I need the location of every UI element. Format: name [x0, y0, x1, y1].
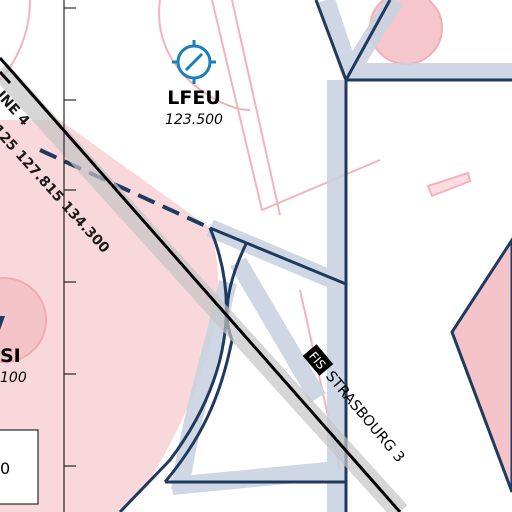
- partial-info-box: [0, 429, 39, 505]
- airway-route-line: [0, 57, 402, 512]
- partial-box-value: 0: [0, 459, 10, 478]
- restricted-circle-left: [0, 277, 47, 363]
- aerodrome-code-lfeu: LFEU: [167, 87, 221, 109]
- aerodrome-frequency-si: 100: [0, 370, 27, 386]
- aerodrome-lfeu-icon[interactable]: [172, 40, 216, 84]
- aerodrome-code-si: SI: [0, 345, 21, 367]
- dashed-boundary: [39, 148, 211, 230]
- fis-label[interactable]: FIS STRASBOURG 3: [302, 344, 409, 466]
- airway-edge-line: [0, 70, 12, 85]
- restricted-area-left: [0, 120, 219, 512]
- scale-line: [63, 0, 76, 512]
- fis-badge: [302, 344, 334, 376]
- aerodrome-frequency-lfeu: 123.500: [165, 112, 223, 128]
- restricted-area-right: [450, 237, 512, 493]
- navaid-marker-icon: [0, 316, 5, 330]
